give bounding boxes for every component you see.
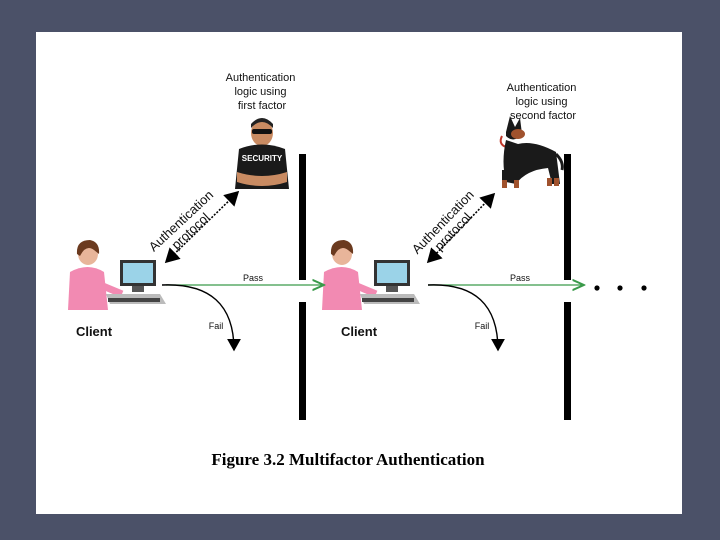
doberman-dog-icon — [499, 116, 564, 188]
figure-slide: Authentication logic using first factor … — [36, 32, 682, 514]
multifactor-diagram: Authentication logic using first factor … — [68, 72, 647, 469]
fail-arrow-1 — [161, 284, 241, 352]
client-2-icon — [322, 240, 420, 310]
continuation-dot-3 — [641, 285, 647, 291]
figure-caption: Figure 3.2 Multifactor Authentication — [211, 450, 485, 469]
pass-label-1: Pass — [243, 273, 264, 283]
client-2-label: Client — [341, 324, 378, 339]
pass-label-2: Pass — [510, 273, 531, 283]
security-guard-icon: SECURITY — [235, 118, 289, 189]
protocol-arrow-2 — [426, 192, 496, 264]
guard-shirt-text: SECURITY — [242, 154, 283, 163]
fail-label-2: Fail — [475, 321, 490, 331]
factor1-logic-label: Authentication logic using first factor — [226, 72, 299, 112]
continuation-dot-2 — [617, 285, 623, 291]
client-1-icon — [68, 240, 166, 310]
continuation-dot-1 — [594, 285, 600, 291]
fail-label-1: Fail — [209, 321, 224, 331]
factor2-logic-label: Authentication logic using second factor — [507, 82, 580, 122]
barrier-1-upper — [299, 154, 306, 280]
barrier-2-lower — [564, 302, 571, 420]
fail-arrow-2 — [427, 284, 505, 352]
protocol-label-2: Authentication protocol — [409, 187, 477, 257]
barrier-2-upper — [564, 154, 571, 280]
protocol-arrow-1 — [164, 190, 240, 264]
client-1-label: Client — [76, 324, 113, 339]
protocol-label-1: Authentication protocol — [146, 187, 216, 254]
barrier-1-lower — [299, 302, 306, 420]
